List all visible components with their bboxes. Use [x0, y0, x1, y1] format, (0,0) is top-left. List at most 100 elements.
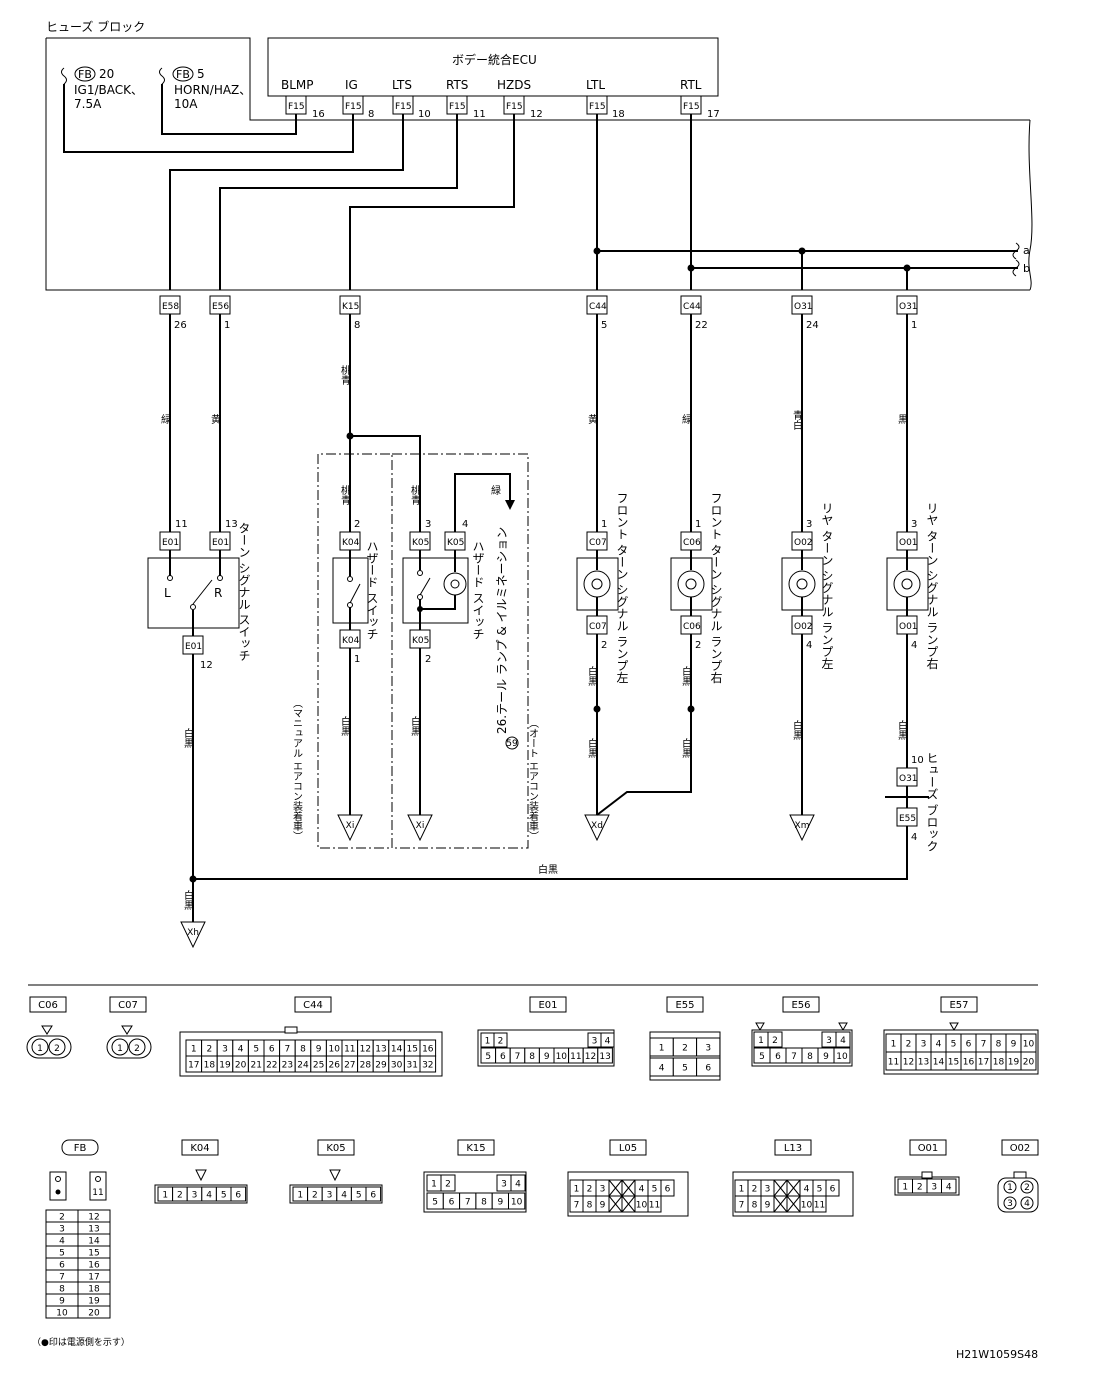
ground-xi-1: Xi: [337, 814, 363, 842]
svg-text:9: 9: [316, 1045, 322, 1055]
fuse1-line1: IG1/BACK、: [74, 83, 143, 97]
svg-text:27: 27: [344, 1061, 355, 1071]
hazard-auto-label: ハザード スイッチ: [471, 540, 485, 640]
svg-text:13: 13: [375, 1045, 386, 1055]
footnote: （●印は電源側を示す）: [32, 1336, 130, 1348]
wire-ig1-to-ig: [63, 84, 354, 153]
svg-text:13: 13: [918, 1058, 929, 1068]
fuse2-code: FB: [176, 68, 190, 81]
svg-text:4: 4: [936, 1040, 942, 1050]
svg-text:E56: E56: [791, 1000, 810, 1011]
svg-text:3: 3: [826, 1036, 832, 1046]
svg-text:E55: E55: [899, 814, 916, 824]
ecu-pin-ig: IG: [345, 78, 358, 92]
wire-label-black: 黒: [896, 414, 908, 425]
hazard-switch-auto: K05 3 K05 4 K05 2 ハザード スイッチ: [402, 519, 485, 665]
svg-text:10: 10: [511, 1198, 523, 1208]
wire-label-white-black-6: 白黒: [680, 665, 692, 687]
hazard-switch-manual: K04 2 K04 1 ハザード スイッチ: [332, 519, 379, 665]
svg-text:10: 10: [1023, 1040, 1035, 1050]
svg-text:K05: K05: [412, 538, 429, 548]
svg-text:E55: E55: [675, 1000, 694, 1011]
junction-b-rtl: [687, 264, 695, 272]
svg-text:16: 16: [312, 109, 325, 120]
svg-text:18: 18: [612, 109, 625, 120]
svg-text:11: 11: [649, 1201, 660, 1211]
svg-text:7: 7: [285, 1045, 291, 1055]
manual-ac-frame: [317, 453, 393, 849]
svg-text:10: 10: [801, 1201, 813, 1211]
svg-text:2: 2: [587, 1185, 593, 1195]
svg-text:C06: C06: [38, 1000, 58, 1011]
svg-text:C44: C44: [589, 302, 607, 312]
cut-label-b: b: [1023, 262, 1030, 275]
svg-text:3: 3: [911, 519, 917, 530]
svg-text:24: 24: [806, 320, 819, 331]
svg-text:E01: E01: [162, 538, 179, 548]
svg-text:3: 3: [59, 1225, 65, 1235]
svg-text:18: 18: [88, 1285, 100, 1295]
svg-text:17: 17: [188, 1061, 199, 1071]
svg-text:2: 2: [177, 1191, 183, 1201]
svg-text:8: 8: [59, 1285, 65, 1295]
svg-text:7: 7: [739, 1201, 745, 1211]
svg-text:17: 17: [978, 1058, 989, 1068]
svg-text:1: 1: [659, 1044, 665, 1054]
wire-hazard-branch: [350, 435, 421, 532]
svg-text:1: 1: [224, 320, 230, 331]
wire-label-white-black-10: 白黒: [538, 863, 558, 876]
svg-text:E01: E01: [538, 1000, 557, 1011]
svg-text:4: 4: [911, 640, 917, 651]
svg-text:11: 11: [175, 519, 188, 530]
fuse-block-title: ヒューズ ブロック: [46, 19, 145, 34]
wire-label-white-black-8: 白黒: [791, 719, 803, 741]
svg-text:C07: C07: [589, 622, 607, 632]
ecu-conn-blmp: F15 16: [285, 95, 325, 120]
wire-label-yellow-1: 黄: [209, 413, 221, 425]
svg-text:6: 6: [370, 1191, 376, 1201]
svg-text:L05: L05: [619, 1143, 637, 1154]
svg-text:1: 1: [297, 1191, 303, 1201]
svg-text:9: 9: [823, 1052, 829, 1062]
svg-text:K04: K04: [190, 1143, 209, 1154]
svg-text:8: 8: [587, 1201, 593, 1211]
junction-hazard: [346, 432, 354, 440]
svg-text:13: 13: [88, 1225, 99, 1235]
svg-text:26.テール ランプ & イルミネーション: 26.テール ランプ & イルミネーション: [495, 527, 509, 734]
svg-text:2: 2: [354, 519, 360, 530]
svg-text:F15: F15: [288, 102, 305, 112]
svg-text:K05: K05: [412, 636, 429, 646]
svg-text:1: 1: [191, 1045, 197, 1055]
ground-xi-2: Xi: [407, 814, 433, 842]
junction-front-right: [687, 705, 695, 713]
turn-switch-label: ターン シグナル スイッチ: [237, 522, 251, 662]
conn-o31-24: O31 24: [791, 295, 819, 331]
wire-horn-to-blmp: [161, 84, 297, 135]
svg-text:2: 2: [134, 1044, 140, 1054]
svg-text:13: 13: [225, 519, 238, 530]
junction-a-ltl: [593, 247, 601, 255]
ecu-pin-blmp: BLMP: [281, 78, 314, 92]
svg-text:15: 15: [406, 1045, 417, 1055]
ground-xh: Xh: [180, 921, 206, 949]
svg-text:4: 4: [1024, 1199, 1030, 1209]
front-turn-lamp-right: 1 C06 C06 2 フロント ターン シグナル ランプ右: [670, 492, 723, 683]
wire-label-pink-blue-3: 桃青: [409, 484, 421, 506]
svg-text:20: 20: [88, 1309, 100, 1319]
svg-text:O01: O01: [899, 538, 918, 548]
svg-text:4: 4: [639, 1185, 645, 1195]
svg-text:1: 1: [601, 519, 607, 530]
svg-text:F15: F15: [589, 102, 606, 112]
svg-text:K04: K04: [342, 636, 360, 646]
svg-text:13: 13: [599, 1052, 610, 1062]
svg-text:6: 6: [775, 1052, 781, 1062]
svg-text:2: 2: [917, 1183, 923, 1193]
svg-text:22: 22: [266, 1061, 277, 1071]
svg-text:21: 21: [250, 1061, 261, 1071]
svg-text:K05: K05: [447, 538, 464, 548]
